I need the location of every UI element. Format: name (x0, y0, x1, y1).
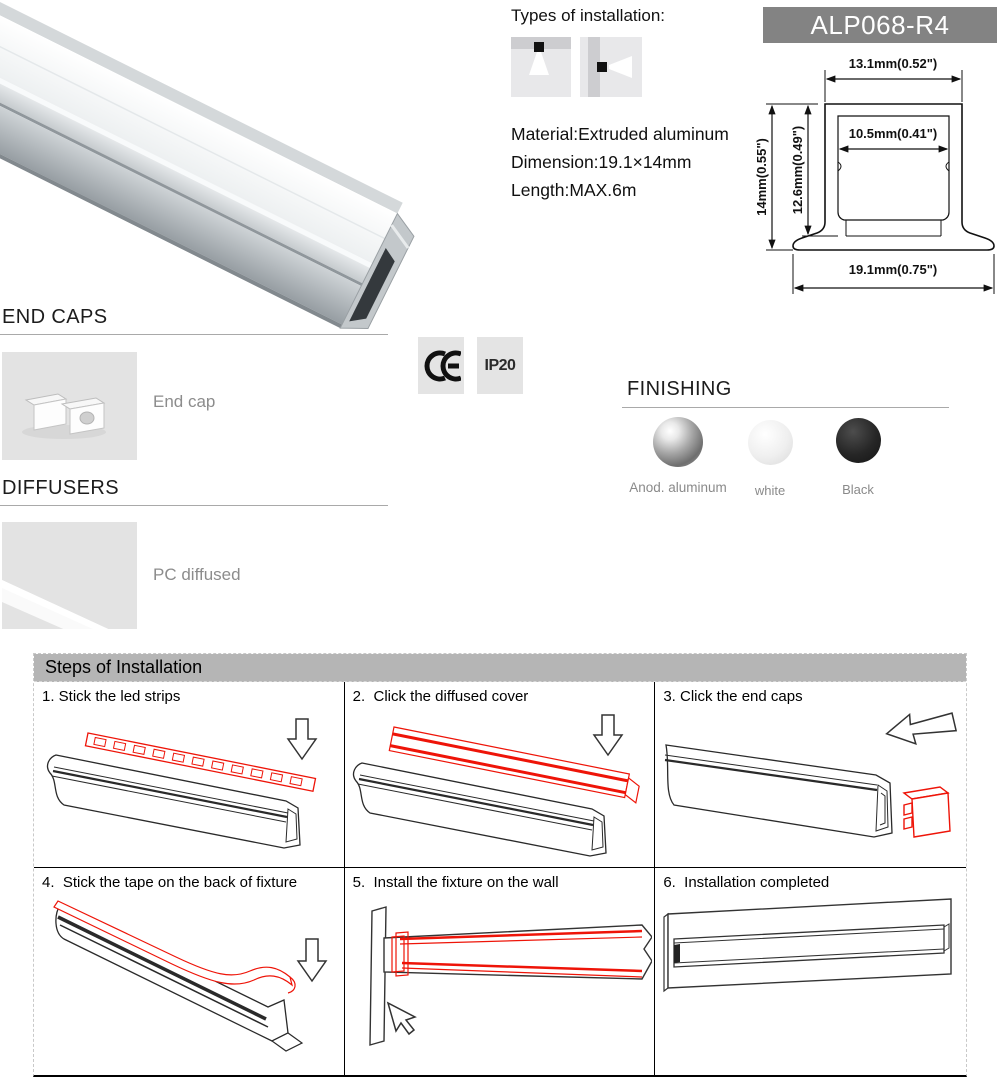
step-4-label: 4. Stick the tape on the back of fixture (42, 874, 298, 891)
finish-label-anodized: Anod. aluminum (629, 480, 727, 495)
diffused-cover (389, 726, 641, 804)
dim-inner-width: 10.5mm(0.41") (849, 126, 938, 141)
step-4-illustration (52, 900, 328, 1052)
step-3-label: 3. Click the end caps (663, 688, 803, 705)
step-5-illustration (369, 906, 653, 1046)
step-2-label: 2. Click the diffused cover (352, 688, 529, 705)
step-6-label: 6. Installation completed (663, 874, 830, 891)
ip20-rating-icon: IP20 (477, 337, 523, 394)
material-specs: Material:Extruded aluminum Dimension:19.… (511, 120, 729, 204)
dim-top-width: 13.1mm(0.52") (849, 56, 938, 71)
pc-diffuser-thumbnail (2, 522, 137, 629)
finish-label-black: Black (842, 482, 874, 497)
step-1-illustration (46, 718, 318, 849)
dim-outer-height: 14mm(0.55") (754, 138, 769, 216)
finish-swatch-black (836, 418, 881, 463)
installation-steps-table: Steps of Installation 1. Stick the led s… (33, 653, 967, 1077)
ce-mark-icon (418, 337, 464, 394)
step-5-cell: 5. Install the fixture on the wall (345, 868, 656, 1075)
cursor-arrow-icon (387, 1001, 418, 1036)
led-strip (84, 732, 317, 792)
finishing-heading: FINISHING (627, 378, 732, 400)
wall-mount-icon (580, 37, 642, 97)
product-photo (0, 0, 415, 330)
step-4-cell: 4. Stick the tape on the back of fixture (34, 868, 345, 1075)
material-line: Material:Extruded aluminum (511, 124, 729, 144)
step-2-cell: 2. Click the diffused cover (344, 682, 656, 868)
finishing-divider (622, 407, 949, 408)
fixture-outline (391, 929, 643, 978)
end-caps-divider (0, 334, 388, 335)
end-cap-label: End cap (153, 392, 216, 411)
end-cap-part (901, 786, 951, 838)
steps-header-bar: Steps of Installation (34, 654, 966, 682)
aluminum-profile-render (0, 0, 415, 330)
end-cap-thumbnail (2, 352, 137, 460)
recessed-mount-icon (511, 37, 571, 97)
types-of-installation-heading: Types of installation: (511, 6, 666, 25)
dim-inner-height: 12.6mm(0.49") (790, 126, 805, 215)
finish-swatch-anodized (653, 417, 703, 467)
ip20-text: IP20 (484, 356, 516, 374)
step-1-cell: 1. Stick the led strips (34, 682, 345, 868)
down-arrow-icon (593, 714, 624, 757)
profile-outer-outline (792, 103, 995, 251)
diffusers-heading: DIFFUSERS (2, 477, 119, 499)
end-caps-heading: END CAPS (2, 306, 108, 328)
dimension-line: Dimension:19.1×14mm (511, 152, 692, 172)
step-5-label: 5. Install the fixture on the wall (352, 874, 559, 891)
step-3-cell: 3. Click the end caps (655, 682, 966, 868)
down-arrow-icon (286, 718, 318, 761)
finish-label-white: white (754, 483, 786, 498)
steps-heading: Steps of Installation (45, 657, 203, 677)
down-arrow-icon (296, 938, 328, 983)
dim-bottom-width: 19.1mm(0.75") (849, 262, 938, 277)
cross-section-dimension-drawing: 13.1mm(0.52") 10.5mm(0.41") 14mm(0.55") … (754, 56, 995, 294)
step-6-cell: 6. Installation completed (655, 868, 966, 1075)
diffusers-divider (0, 505, 388, 506)
step-1-label: 1. Stick the led strips (42, 688, 181, 705)
length-line: Length:MAX.6m (511, 180, 637, 200)
model-number-banner: ALP068-R4 (763, 7, 997, 43)
step-3-illustration (664, 712, 957, 838)
wall (369, 906, 388, 1046)
step-6-illustration (663, 898, 952, 993)
step-2-illustration (353, 714, 641, 857)
left-arrow-icon (884, 712, 957, 746)
adhesive-tape (52, 900, 293, 987)
finish-swatch-white (748, 420, 793, 465)
pc-diffused-label: PC diffused (153, 565, 241, 584)
